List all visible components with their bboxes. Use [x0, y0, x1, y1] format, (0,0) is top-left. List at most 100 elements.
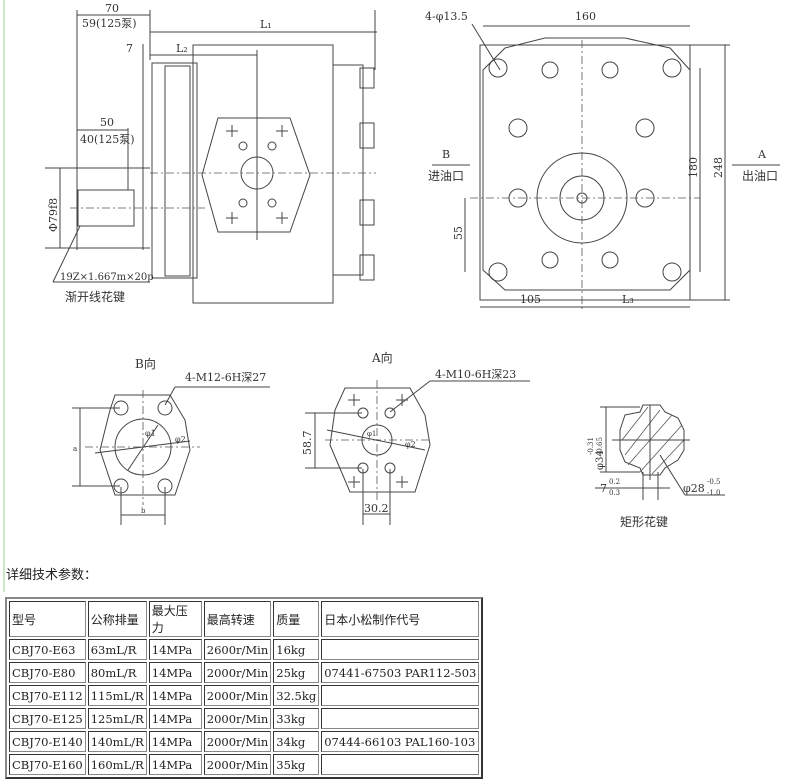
b-view-d1: φ1	[145, 429, 156, 438]
col-displacement: 公称排量	[87, 601, 147, 637]
cell-weight: 25kg	[273, 662, 320, 683]
pump-drawing: 70 59(125泵) L₁ 7 L₂ 50 40(125泵) Φ79f8	[45, 2, 780, 529]
cell-model: CBJ70-E80	[9, 662, 86, 683]
a-view-d2: φ2	[405, 440, 416, 449]
front-view: 160 4-φ13.5 180 248 55 105 L₃ B 进油口 A 出油…	[425, 10, 780, 310]
dim-L1: L₁	[260, 18, 272, 31]
cell-weight: 34kg	[273, 731, 320, 752]
a-view-dim-58: 58.7	[301, 431, 314, 456]
spline-view-label: 矩形花键	[620, 514, 668, 529]
col-max-pressure: 最大压力	[148, 601, 202, 637]
cell-komatsu-code: 07444-66103 PAL160-103	[321, 731, 480, 752]
cell-displacement: 140mL/R	[87, 731, 147, 752]
cell-komatsu-code	[321, 685, 480, 706]
side-view: 70 59(125泵) L₁ 7 L₂ 50 40(125泵) Φ79f8	[45, 2, 377, 304]
b-view-dim-b: b	[141, 507, 146, 515]
table-header-row: 型号 公称排量 最大压力 最高转速 质量 日本小松制作代号	[9, 601, 480, 637]
spline-spec: 19Z×1.667m×20p	[60, 272, 154, 283]
cell-max-pressure: 14MPa	[148, 708, 202, 729]
dim-7: 7	[126, 42, 133, 55]
b-view: B向 4-M12-6H深27 φ1 φ2 a b	[72, 356, 270, 525]
cell-max-pressure: 14MPa	[148, 731, 202, 752]
b-view-thread: 4-M12-6H深27	[185, 371, 266, 384]
dim-L3: L₃	[622, 293, 634, 306]
cell-model: CBJ70-E140	[9, 731, 86, 752]
holes-label: 4-φ13.5	[425, 10, 468, 23]
dim-180: 180	[687, 157, 700, 178]
dim-160: 160	[575, 10, 596, 23]
port-a-label: 出油口	[742, 169, 778, 183]
cell-weight: 16kg	[273, 639, 320, 660]
dim-59: 59(125泵)	[82, 17, 137, 30]
cell-max-speed: 2000r/Min	[203, 731, 272, 752]
cell-max-speed: 2000r/Min	[203, 708, 272, 729]
spec-heading: 详细技术参数：	[6, 568, 98, 583]
cell-model: CBJ70-E63	[9, 639, 86, 660]
a-view-thread: 4-M10-6H深23	[435, 368, 516, 381]
b-view-dim-a: a	[73, 445, 77, 453]
cell-max-pressure: 14MPa	[148, 639, 202, 660]
b-view-title: B向	[135, 356, 156, 371]
phi34-tol-lo: -0.65	[596, 437, 604, 455]
phi28-tol-up: -0.5	[707, 478, 721, 486]
port-b: B	[442, 148, 450, 161]
a-view-title: A向	[371, 350, 393, 365]
col-max-speed: 最高转速	[203, 601, 272, 637]
dim-55: 55	[452, 226, 465, 240]
port-b-label: 进油口	[428, 169, 464, 183]
cell-displacement: 125mL/R	[87, 708, 147, 729]
cell-model: CBJ70-E125	[9, 708, 86, 729]
col-komatsu-code: 日本小松制作代号	[321, 601, 480, 637]
cell-komatsu-code	[321, 639, 480, 660]
col-weight: 质量	[273, 601, 320, 637]
w7-tol-up: 0.2	[609, 478, 620, 486]
cell-max-pressure: 14MPa	[148, 662, 202, 683]
dim-40: 40(125泵)	[80, 133, 135, 146]
phi28-label: φ28	[683, 482, 705, 495]
cell-max-speed: 2600r/Min	[203, 639, 272, 660]
a-view: A向 4-M10-6H深23 φ1 φ2 58.7 30.2	[301, 350, 530, 525]
cell-komatsu-code: 07441-67503 PAR112-503	[321, 662, 480, 683]
dim-L2: L₂	[176, 42, 188, 55]
dim-70: 70	[105, 2, 119, 15]
spline-view: φ34 -0.31 -0.65 7 0.2 0.3 φ28 -0.5 -1.0 …	[587, 404, 725, 529]
port-a: A	[757, 148, 767, 161]
cell-max-pressure: 14MPa	[148, 754, 202, 775]
cell-komatsu-code	[321, 708, 480, 729]
b-view-d2: φ2	[175, 435, 186, 444]
cell-displacement: 115mL/R	[87, 685, 147, 706]
dim-50: 50	[100, 116, 114, 129]
phi34-tol-up: -0.31	[587, 437, 595, 455]
cell-weight: 32.5kg	[273, 685, 320, 706]
cell-model: CBJ70-E160	[9, 754, 86, 775]
cell-max-speed: 2000r/Min	[203, 662, 272, 683]
phi28-tol-lo: -1.0	[707, 489, 721, 497]
col-model: 型号	[9, 601, 86, 637]
cell-displacement: 160mL/R	[87, 754, 147, 775]
dim-phi79: Φ79f8	[47, 198, 60, 232]
cell-max-speed: 2000r/Min	[203, 754, 272, 775]
dim-248: 248	[712, 157, 725, 178]
cell-model: CBJ70-E112	[9, 685, 86, 706]
w7-tol-lo: 0.3	[609, 489, 620, 497]
cell-weight: 33kg	[273, 708, 320, 729]
a-view-d1: φ1	[367, 430, 376, 438]
cell-komatsu-code	[321, 754, 480, 775]
cell-displacement: 63mL/R	[87, 639, 147, 660]
spline-label: 渐开线花键	[65, 289, 125, 304]
a-view-dim-30: 30.2	[364, 502, 389, 515]
w7-label: 7	[600, 482, 607, 495]
cell-weight: 35kg	[273, 754, 320, 775]
cell-max-speed: 2000r/Min	[203, 685, 272, 706]
dim-105: 105	[520, 293, 541, 306]
phi34-label: φ34	[595, 450, 606, 470]
cell-displacement: 80mL/R	[87, 662, 147, 683]
cell-max-pressure: 14MPa	[148, 685, 202, 706]
